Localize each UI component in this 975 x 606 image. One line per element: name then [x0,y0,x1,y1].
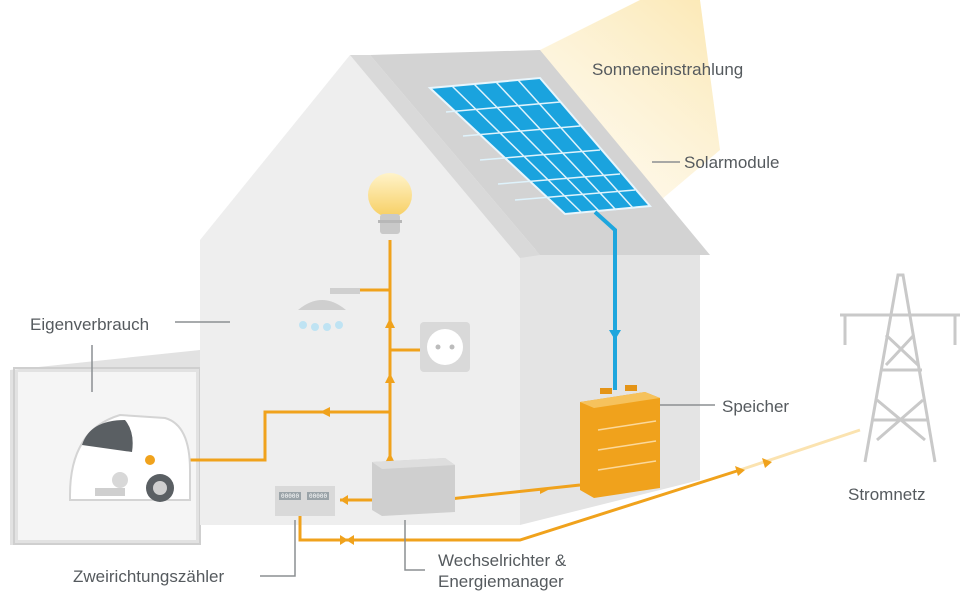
label-sonneneinstrahlung: Sonneneinstrahlung [592,60,743,79]
meter-reading-2: 00000 [309,493,327,500]
label-eigenverbrauch: Eigenverbrauch [30,315,149,334]
sun-rays-icon [470,0,720,205]
solar-cable [593,210,621,390]
label-speicher: Speicher [722,397,789,416]
meter-icon: 00000 00000 [275,486,335,516]
battery-icon [580,385,660,498]
inverter-box-icon [372,458,455,516]
label-stromnetz: Stromnetz [848,485,925,504]
shower-icon [298,288,360,331]
electric-car-icon [69,413,191,502]
power-pylon-icon [840,273,960,463]
light-bulb-icon [368,173,412,234]
solar-panel-icon [427,76,653,216]
meter-reading-1: 00000 [281,493,299,500]
label-energiemanager: Energiemanager [438,572,564,591]
power-outlet-icon [420,322,470,372]
label-solarmodule: Solarmodule [684,153,779,172]
label-zweirichtungszaehler: Zweirichtungszähler [73,567,225,586]
label-wechselrichter: Wechselrichter & [438,551,567,570]
leader-lines [91,161,715,577]
